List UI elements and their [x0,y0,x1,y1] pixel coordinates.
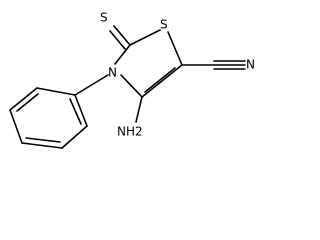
atom-ring-sulfur: S [160,18,168,32]
atom-thione-sulfur: S [100,11,108,25]
bond-c5-c4 [141,64,183,98]
bond-n3-phenyl [74,74,109,96]
bond-c4-nh2 [135,96,143,123]
thione-double-bond [109,25,131,50]
atom-nitrile-nitrogen: N [246,58,255,72]
bond-c5-c4-inner [144,67,176,93]
bond-n3-c2 [114,44,131,65]
bond-s1-c5 [167,31,183,66]
atom-amino-group: NH2 [117,125,143,139]
bond-c2-s1 [129,29,161,46]
phenyl-ring [9,87,88,149]
atom-ring-nitrogen: N [108,66,117,80]
thiazole-ring [114,29,183,98]
molecule-structure: S S N N NH2 [9,11,255,149]
bond-c4-n3 [120,74,143,98]
nitrile-group [181,60,246,70]
